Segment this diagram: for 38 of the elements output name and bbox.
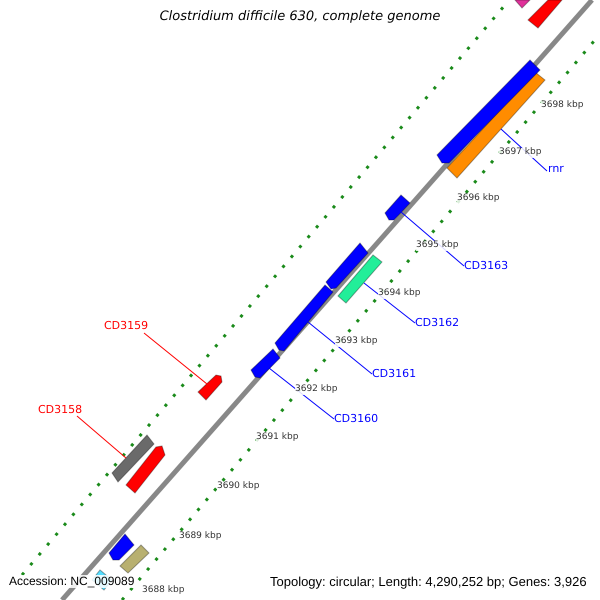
accession-text: Accession: NC_009089	[9, 575, 134, 588]
gene-segment	[108, 533, 135, 560]
leader-line	[308, 322, 372, 374]
scale-label: 3693 kbp	[335, 337, 378, 347]
gene-segment	[514, 0, 532, 9]
leader-line	[268, 368, 334, 420]
gene-segment	[274, 284, 334, 352]
gene-label: CD3160	[334, 413, 378, 426]
scale-label: 3698 kbp	[541, 101, 584, 111]
scale-label: 3696 kbp	[457, 194, 500, 204]
gene-label: CD3158	[38, 404, 82, 416]
leader-line	[364, 282, 416, 324]
gene-label: CD3161	[372, 368, 416, 380]
scale-label: 3695 kbp	[416, 241, 458, 251]
genome-summary-text: Topology: circular; Length: 4,290,252 bp; Genes: 3,926	[270, 575, 587, 590]
scale-label: 3690 kbp	[217, 482, 260, 492]
gene-segment	[197, 374, 223, 401]
scale-label: 3691 kbp	[256, 433, 298, 443]
gene-label: CD3163	[464, 260, 508, 272]
gene-segment	[250, 348, 281, 379]
gene-segment	[527, 0, 564, 29]
gene-segment	[384, 194, 411, 220]
gene-segment	[325, 242, 369, 290]
scale-label: 3692 kbp	[295, 385, 338, 395]
gene-segment	[111, 434, 155, 483]
gene-label: CD3162	[415, 317, 460, 330]
scale-label: 3694 kbp	[378, 289, 420, 299]
title: Clostridium difficile 630, complete genome	[158, 10, 442, 24]
gene-segment	[436, 59, 541, 164]
gene-segment	[119, 544, 150, 574]
gene-label: rnr	[548, 163, 564, 176]
leader-line	[144, 332, 208, 384]
scale-label: 3689 kbp	[179, 532, 222, 542]
leader-line	[76, 416, 126, 458]
scale-label: 3688 kbp	[142, 586, 184, 596]
gene-label: CD3159	[104, 320, 148, 332]
gene-segment	[125, 445, 166, 494]
scale-label: 3697 kbp	[499, 148, 542, 158]
